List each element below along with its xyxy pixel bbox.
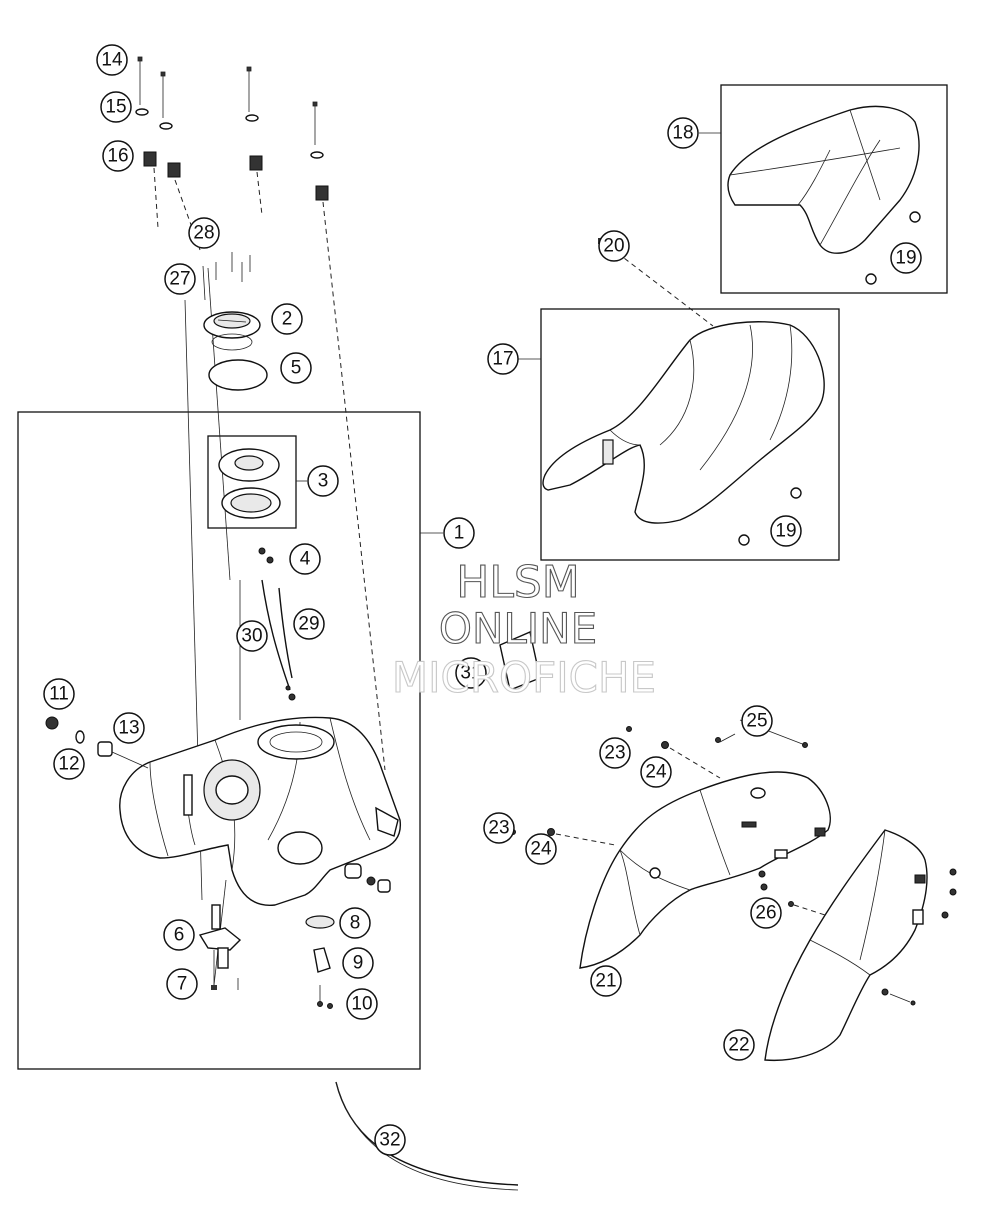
callout-label: 23 bbox=[488, 818, 509, 839]
callout-29: 29 bbox=[293, 608, 325, 640]
callout-28: 28 bbox=[188, 217, 220, 249]
callout-label: 1 bbox=[454, 523, 465, 544]
callout-label: 5 bbox=[291, 358, 302, 379]
callout-label: 4 bbox=[300, 549, 311, 570]
callout-label: 32 bbox=[379, 1130, 400, 1151]
callout-label: 19 bbox=[895, 248, 916, 269]
drain-hose bbox=[335, 1081, 519, 1191]
callout-14: 14 bbox=[96, 44, 128, 76]
callout-32: 32 bbox=[374, 1124, 406, 1156]
callout-label: 30 bbox=[241, 626, 262, 647]
callout-17: 17 bbox=[487, 343, 519, 375]
callout-labels: 1 2 3 4 5 6 7 8 9 10 11 12 13 14 15 16 1… bbox=[43, 44, 922, 1156]
callout-label: 17 bbox=[492, 349, 513, 370]
callout-label: 9 bbox=[353, 953, 364, 974]
callout-label: 19 bbox=[775, 521, 796, 542]
callout-7: 7 bbox=[166, 968, 198, 1000]
callout-18: 18 bbox=[667, 117, 699, 149]
callout-label: 29 bbox=[298, 614, 319, 635]
pillion-seat bbox=[727, 105, 921, 285]
callout-3: 3 bbox=[307, 465, 339, 497]
cap-parts-box bbox=[207, 435, 297, 529]
callout-26: 26 bbox=[750, 897, 782, 929]
callout-27: 27 bbox=[164, 263, 196, 295]
callout-label: 31 bbox=[460, 663, 481, 684]
callout-label: 10 bbox=[351, 994, 372, 1015]
callout-20: 20 bbox=[598, 230, 630, 262]
callout-25: 25 bbox=[741, 705, 773, 737]
callout-label: 8 bbox=[350, 913, 361, 934]
callout-5: 5 bbox=[280, 352, 312, 384]
cap-gasket bbox=[208, 359, 268, 391]
tank-mount-bolts bbox=[135, 56, 386, 771]
callout-label: 28 bbox=[193, 223, 214, 244]
callout-30: 30 bbox=[236, 620, 268, 652]
panel-screws bbox=[510, 726, 826, 916]
callout-2: 2 bbox=[271, 303, 303, 335]
tank-side-mount-parts bbox=[45, 716, 149, 769]
fuel-tank-group-box bbox=[17, 411, 421, 1070]
callout-label: 26 bbox=[755, 903, 776, 924]
callout-label: 21 bbox=[595, 971, 616, 992]
watermark-line-2: ONLINE bbox=[439, 604, 597, 653]
callout-13: 13 bbox=[113, 712, 145, 744]
callout-4: 4 bbox=[289, 543, 321, 575]
callout-label: 20 bbox=[603, 236, 624, 257]
callout-19-upper: 19 bbox=[890, 242, 922, 274]
callout-label: 3 bbox=[318, 471, 329, 492]
callout-23-upper: 23 bbox=[599, 737, 631, 769]
callout-16: 16 bbox=[102, 140, 134, 172]
callout-label: 13 bbox=[118, 718, 139, 739]
cap-screws bbox=[202, 252, 251, 301]
callout-label: 24 bbox=[530, 839, 552, 860]
callout-1: 1 bbox=[443, 517, 475, 549]
callout-label: 18 bbox=[672, 123, 693, 144]
callout-6: 6 bbox=[163, 919, 195, 951]
side-panel-left bbox=[579, 771, 831, 969]
callout-8: 8 bbox=[339, 907, 371, 939]
callout-label: 16 bbox=[107, 146, 128, 167]
callout-label: 11 bbox=[49, 684, 69, 705]
fuel-cap bbox=[203, 311, 261, 351]
fuel-tank bbox=[119, 716, 402, 906]
callout-11: 11 bbox=[43, 678, 75, 710]
side-panel-right bbox=[764, 829, 957, 1062]
watermark-line-3: MICROFICHE bbox=[392, 653, 656, 702]
callout-22: 22 bbox=[723, 1029, 755, 1061]
callout-21: 21 bbox=[590, 965, 622, 997]
vent-hoses bbox=[261, 579, 296, 701]
callout-23-lower: 23 bbox=[483, 812, 515, 844]
nuts bbox=[258, 547, 274, 564]
callout-12: 12 bbox=[53, 748, 85, 780]
fuel-valve-parts bbox=[305, 915, 335, 1009]
seat-18-box bbox=[720, 84, 948, 294]
watermark: HLSM ONLINE MICROFICHE bbox=[391, 556, 656, 702]
callout-label: 22 bbox=[728, 1035, 749, 1056]
callout-label: 27 bbox=[169, 269, 190, 290]
fuel-pump bbox=[198, 904, 242, 990]
callout-label: 14 bbox=[101, 50, 123, 71]
callout-9: 9 bbox=[342, 947, 374, 979]
callout-10: 10 bbox=[346, 988, 378, 1020]
cap-flanges bbox=[218, 448, 281, 519]
callout-label: 15 bbox=[105, 97, 126, 118]
callout-31: 31 bbox=[455, 657, 487, 689]
callout-label: 6 bbox=[174, 925, 185, 946]
callout-label: 24 bbox=[645, 762, 667, 783]
callout-label: 25 bbox=[746, 711, 767, 732]
rider-seat bbox=[542, 238, 825, 546]
callout-label: 7 bbox=[177, 974, 188, 995]
callout-24-lower: 24 bbox=[525, 833, 557, 865]
label-piece bbox=[499, 631, 541, 691]
callout-label: 2 bbox=[282, 309, 293, 330]
callout-label: 12 bbox=[58, 754, 79, 775]
callout-24-upper: 24 bbox=[640, 756, 672, 788]
callout-19-lower: 19 bbox=[770, 515, 802, 547]
tank-rubber-mounts bbox=[344, 863, 391, 893]
callout-label: 23 bbox=[604, 743, 625, 764]
callout-15: 15 bbox=[100, 91, 132, 123]
watermark-line-1: HLSM bbox=[456, 557, 580, 608]
